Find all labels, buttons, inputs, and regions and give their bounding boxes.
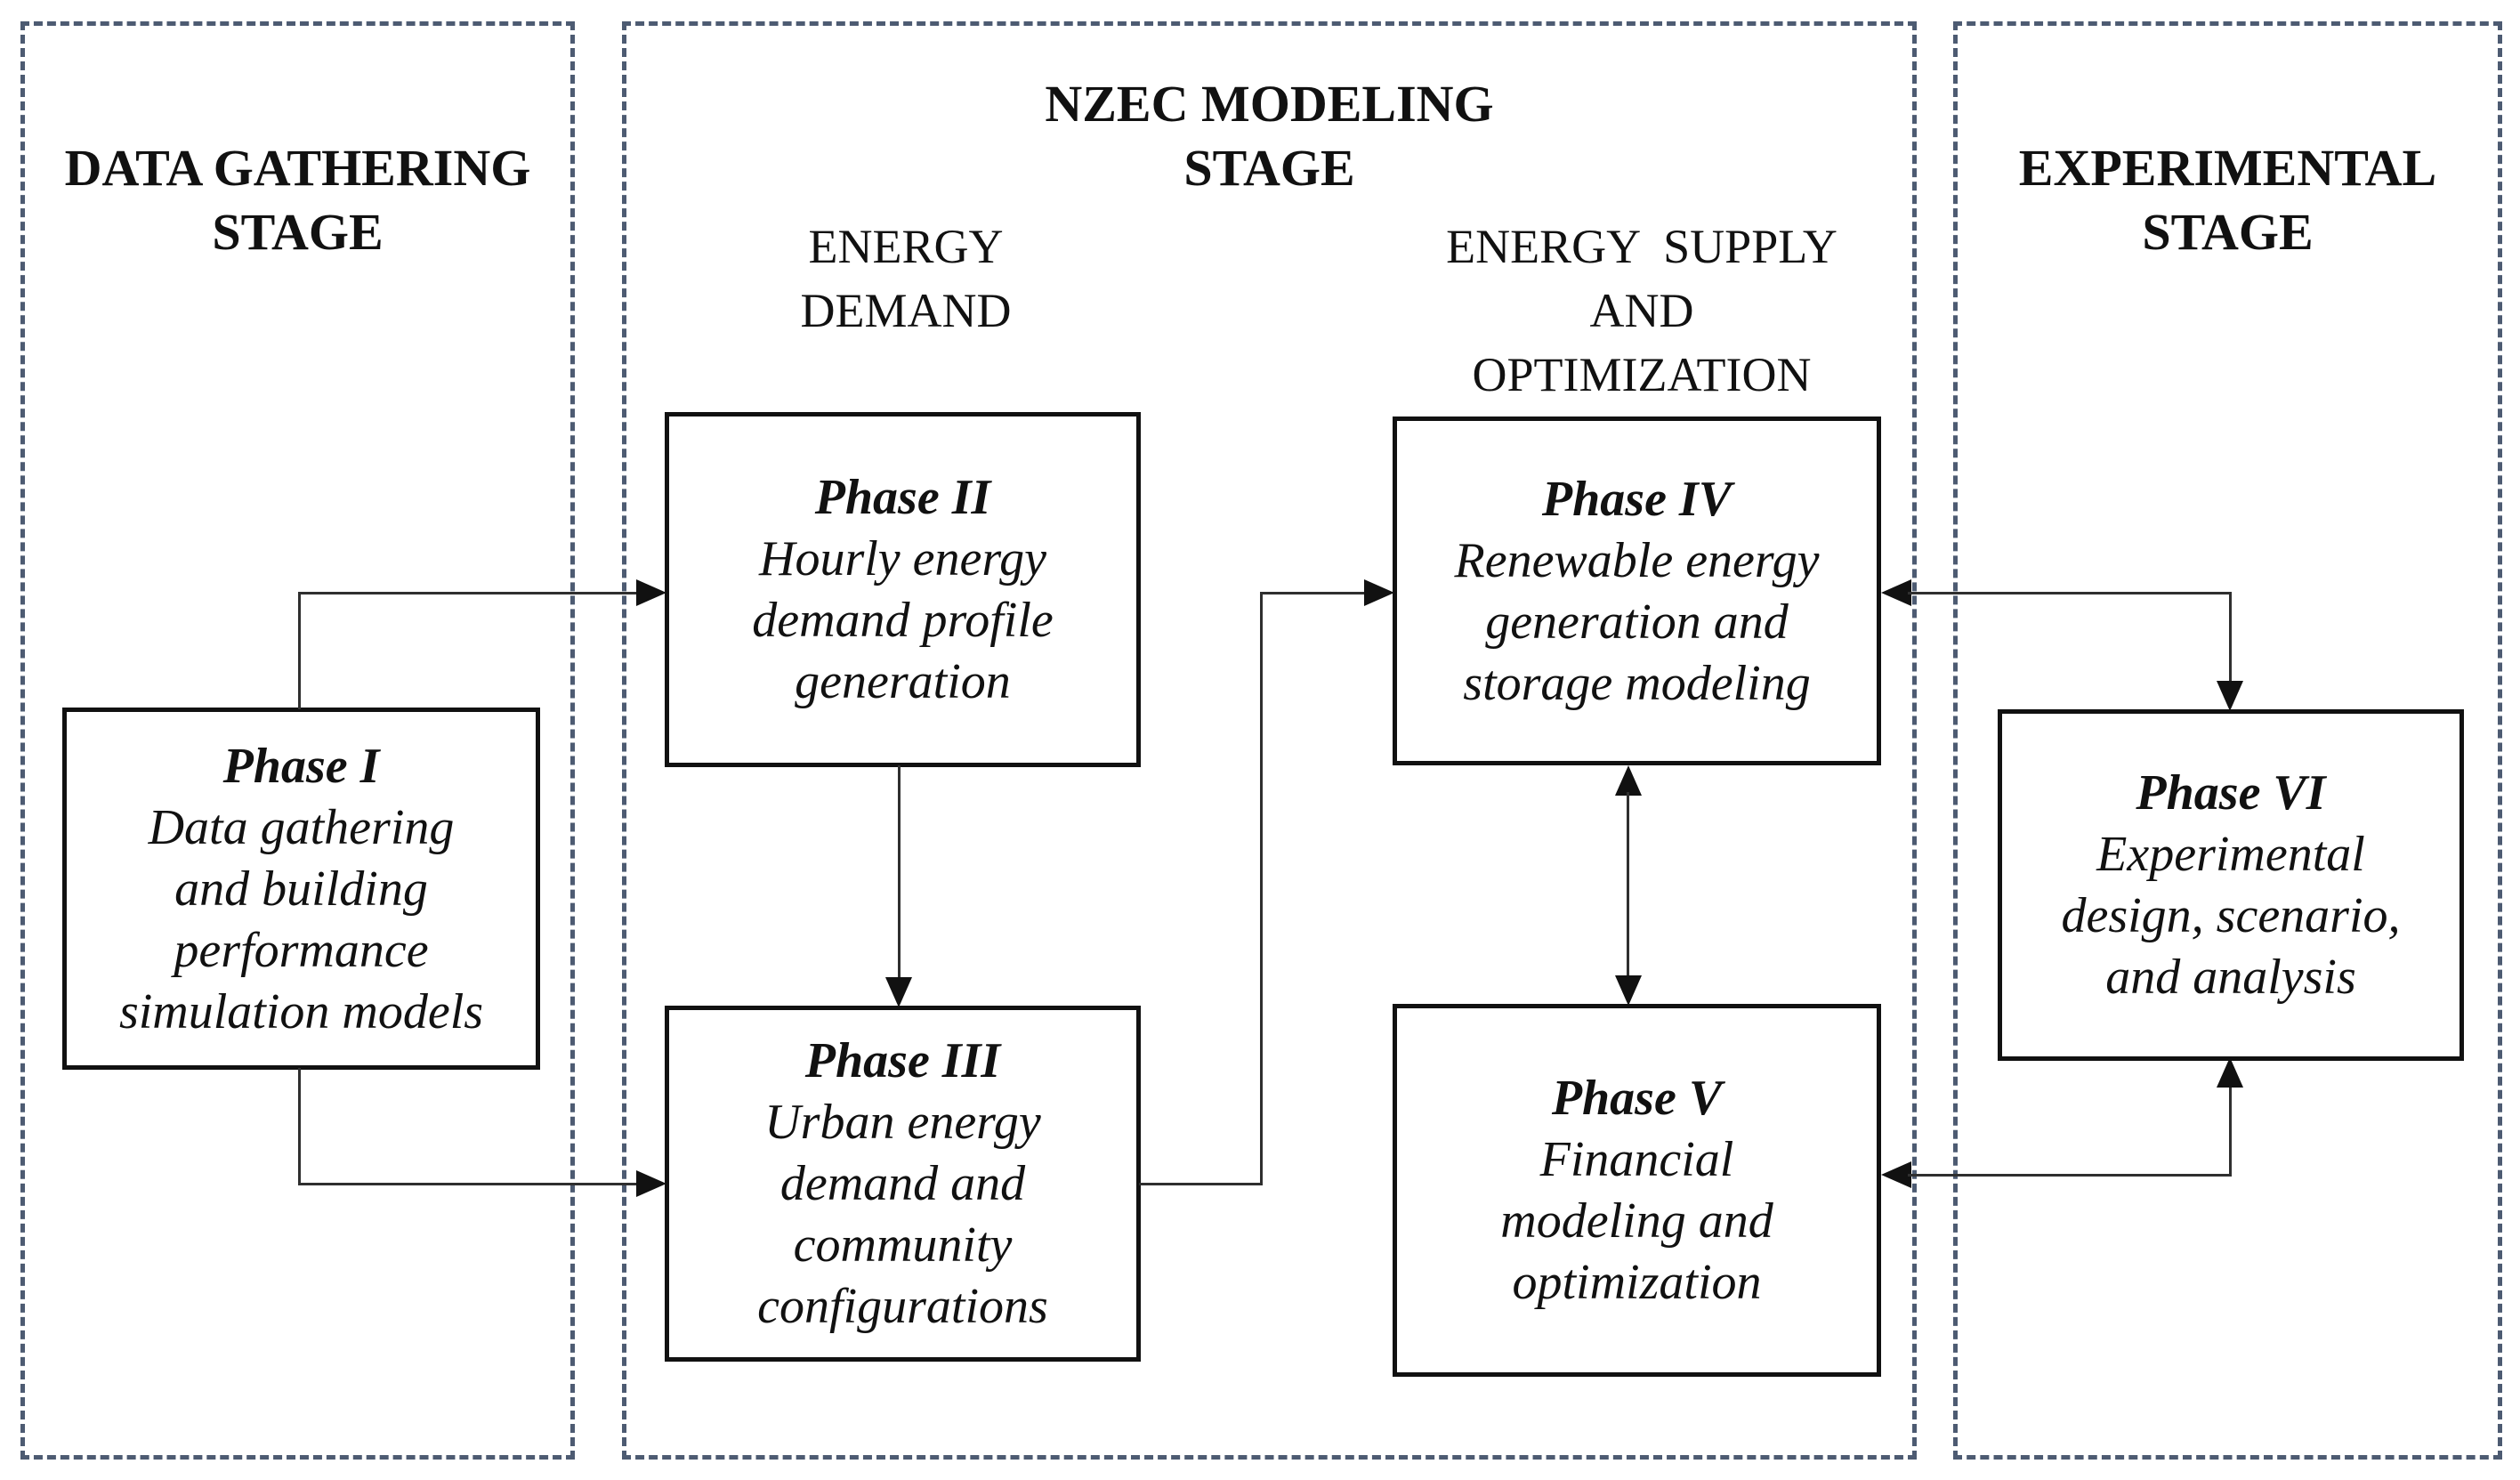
arrowhead-into-phase3-from-phase2-icon	[885, 977, 912, 1007]
phase-3-box: Phase III Urban energy demand and commun…	[665, 1006, 1141, 1362]
phase-4-description: Renewable energy generation and storage …	[1454, 532, 1820, 711]
phase-3-description: Urban energy demand and community config…	[757, 1095, 1048, 1334]
connector-phase3-to-phase4-hline-low	[1139, 1183, 1263, 1185]
phase-5-description: Financial modeling and optimization	[1500, 1132, 1773, 1310]
connector-phase4-phase5-vline	[1627, 792, 1629, 975]
arrowhead-into-phase4-from-phase6-icon	[1881, 579, 1911, 606]
arrowhead-into-phase6-bottom-icon	[2217, 1057, 2243, 1088]
phase-2-box: Phase II Hourly energy demand profile ge…	[665, 412, 1141, 767]
connector-phase5-phase6-hline	[1908, 1174, 2232, 1177]
phase-1-box: Phase I Data gathering and building perf…	[62, 708, 540, 1070]
arrowhead-into-phase6-top-icon	[2217, 681, 2243, 711]
connector-phase5-phase6-vline	[2229, 1088, 2232, 1177]
phase-2-label: Phase II	[814, 470, 991, 525]
phase-3-label: Phase III	[804, 1033, 1001, 1088]
stage-experimental: EXPERIMENTAL STAGE	[1953, 21, 2502, 1460]
connector-phase1-to-phase2-vline	[298, 593, 301, 709]
connector-phase4-phase6-vline	[2229, 593, 2232, 681]
connector-phase2-to-phase3-vline	[898, 765, 901, 979]
phase-2-description: Hourly energy demand profile generation	[752, 531, 1054, 709]
connector-phase4-phase6-hline	[1908, 592, 2232, 594]
connector-phase1-to-phase2-hline	[298, 592, 636, 594]
phase-4-box: Phase IV Renewable energy generation and…	[1393, 417, 1881, 765]
arrowhead-into-phase4-from-phase5-icon	[1615, 765, 1642, 796]
connector-phase3-to-phase4-hline-high	[1260, 592, 1364, 594]
column-label-energy-demand: ENERGY DEMAND	[800, 220, 1012, 337]
connector-phase1-to-phase3-hline	[298, 1183, 636, 1185]
column-label-energy-supply-optimization: ENERGY SUPPLY AND OPTIMIZATION	[1446, 220, 1838, 401]
arrowhead-into-phase2-icon	[636, 579, 666, 606]
stage-data-gathering: DATA GATHERING STAGE	[20, 21, 575, 1460]
stage-title-experimental: EXPERIMENTAL STAGE	[2018, 139, 2437, 261]
phase-6-description: Experimental design, scenario, and analy…	[2061, 827, 2401, 1005]
phase-5-box: Phase V Financial modeling and optimizat…	[1393, 1004, 1881, 1377]
phase-1-label: Phase I	[222, 738, 380, 794]
phase-6-label: Phase VI	[2136, 765, 2326, 821]
phase-6-box: Phase VI Experimental design, scenario, …	[1998, 709, 2464, 1061]
stage-nzec-modeling: NZEC MODELING STAGE ENERGY DEMAND ENERGY…	[622, 21, 1917, 1460]
arrowhead-into-phase5-from-phase6-icon	[1881, 1161, 1911, 1188]
arrowhead-into-phase5-from-phase4-icon	[1615, 975, 1642, 1006]
phase-4-label: Phase IV	[1541, 471, 1732, 527]
arrowhead-into-phase3-from-phase1-icon	[636, 1170, 666, 1197]
phase-1-description: Data gathering and building performance …	[118, 799, 484, 1039]
arrowhead-into-phase4-from-phase3-icon	[1364, 579, 1394, 606]
phase-5-label: Phase V	[1551, 1071, 1723, 1126]
connector-phase3-to-phase4-vline	[1260, 593, 1263, 1185]
stage-title-nzec-modeling: NZEC MODELING STAGE	[1045, 75, 1494, 197]
connector-phase1-to-phase3-vline	[298, 1068, 301, 1185]
stage-title-data-gathering: DATA GATHERING STAGE	[64, 139, 531, 261]
